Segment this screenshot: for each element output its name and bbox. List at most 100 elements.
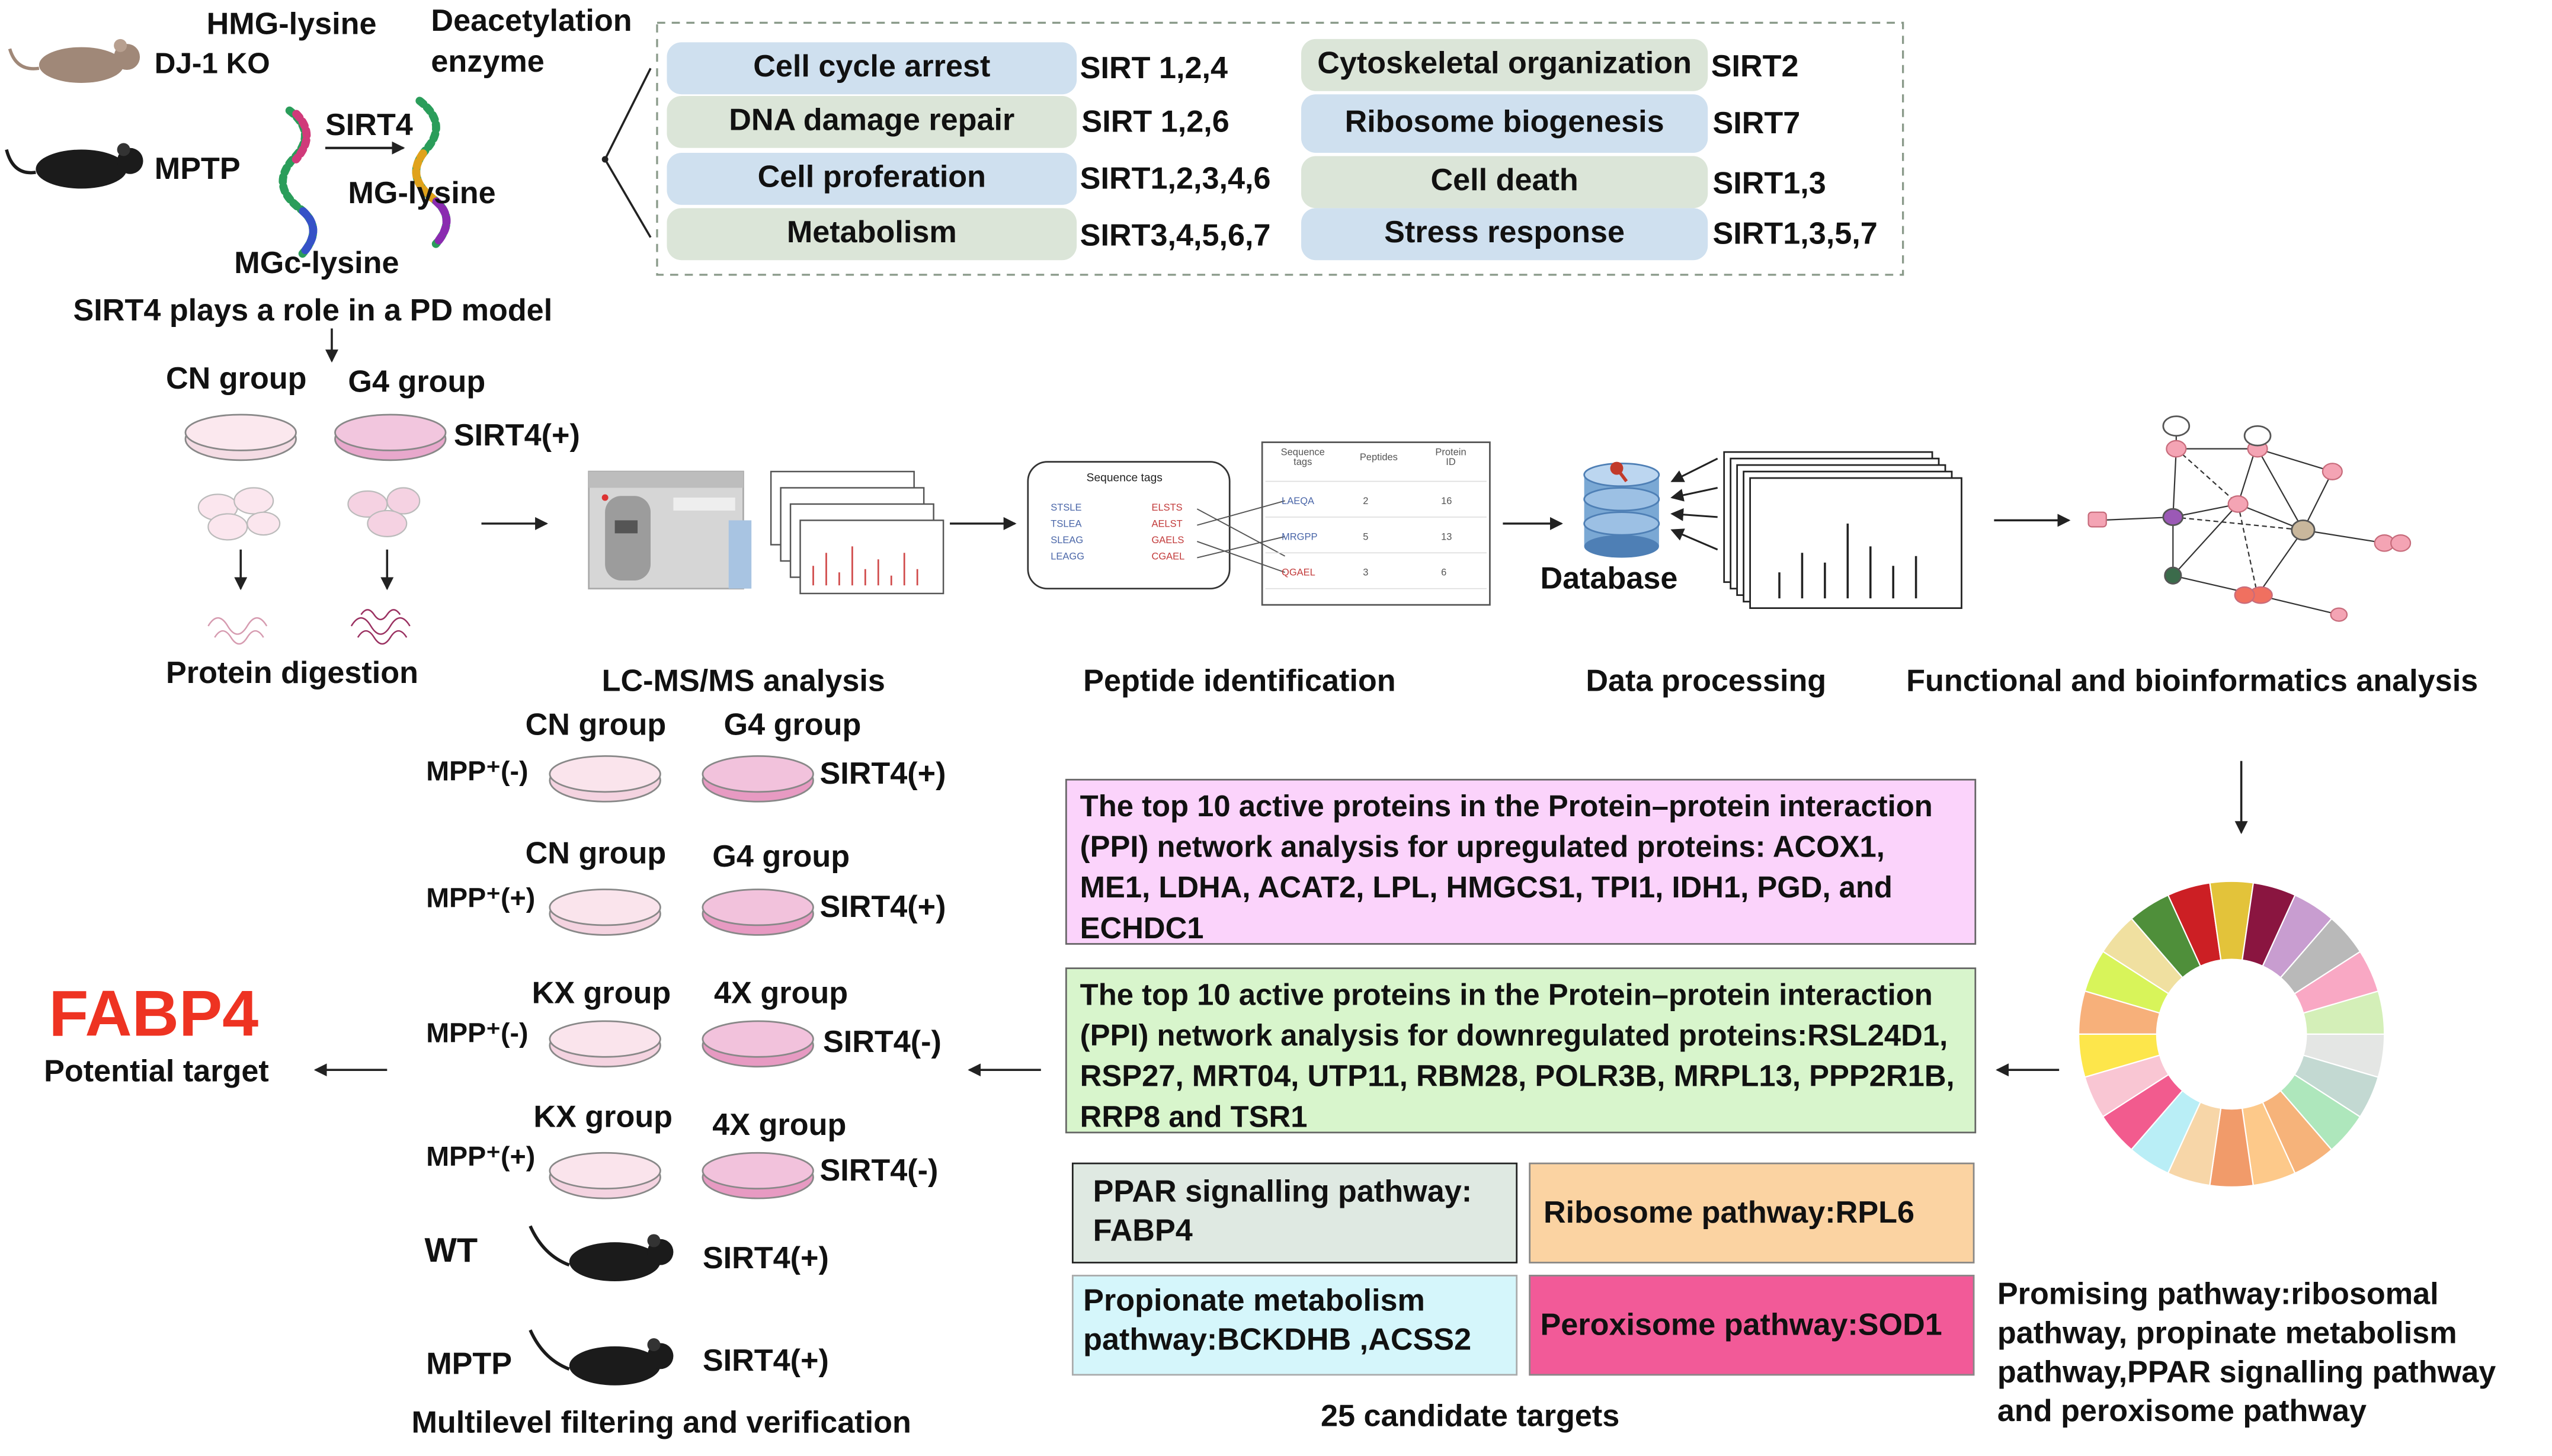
table-header: Peptides: [1359, 453, 1398, 464]
spectra-stack-icon: [770, 470, 944, 595]
table-cell: MRGPP: [1282, 533, 1318, 543]
right-tag: AELST: [1151, 520, 1183, 530]
function-sirt-metabolism: SIRT3,4,5,6,7: [1080, 219, 1271, 254]
deacetylation-label: Deacetylation: [431, 5, 632, 39]
left-tag: LEAGG: [1051, 553, 1085, 563]
verify-mpp: MPP⁺(+): [426, 1141, 536, 1173]
right-tag: CGAEL: [1151, 553, 1185, 563]
hmg-lysine-label: HMG-lysine: [206, 8, 377, 43]
verify-left-group: KX group: [533, 1101, 673, 1136]
left-tag: TSLEA: [1051, 520, 1082, 530]
function-dna-damage-repair: DNA damage repair: [667, 95, 1077, 148]
table-cell: 16: [1441, 497, 1452, 508]
left-tag: SLEAG: [1051, 536, 1084, 547]
verify-right-group: 4X group: [712, 1109, 847, 1143]
ppi-upregulated-box: The top 10 active proteins in the Protei…: [1065, 778, 1977, 945]
right-tag: ELSTS: [1151, 503, 1183, 514]
verify-left-group: KX group: [531, 977, 671, 1012]
cells-icon: [197, 487, 421, 541]
left-tag: STSLE: [1051, 503, 1082, 514]
database-label: Database: [1540, 562, 1678, 597]
protein-digestion-label: Protein digestion: [165, 656, 418, 691]
function-sirt-ribosome: SIRT7: [1712, 107, 1801, 142]
function-sirt-stress: SIRT1,3,5,7: [1712, 217, 1878, 252]
table-cell: LAEQA: [1282, 497, 1315, 508]
promising-pathway-text: Promising pathway:ribosomal pathway, pro…: [1997, 1278, 2496, 1429]
verify-left-group: CN group: [525, 708, 667, 743]
function-sirt-cell-death: SIRT1,3: [1712, 167, 1826, 202]
network-graph-icon: [2087, 415, 2412, 622]
table-cell: 3: [1363, 569, 1369, 579]
donut-segment: [2279, 918, 2361, 995]
propionate-pathway-box: Propionate metabolism pathway:BCKDHB ,AC…: [1071, 1275, 1518, 1376]
data-processing-label: Data processing: [1586, 665, 1827, 700]
lcms-label: LC-MS/MS analysis: [601, 665, 885, 700]
data-sheets-icon: [1723, 451, 1962, 610]
petri-dish-g4: [334, 413, 447, 461]
mouse-icon-dj1: [8, 39, 140, 83]
verify-sirt: SIRT4(-): [822, 1026, 942, 1060]
function-cell-cycle-arrest: Cell cycle arrest: [667, 42, 1077, 95]
fabp4-target-label: FABP4: [49, 979, 259, 1051]
peroxisome-pathway-box: Peroxisome pathway:SOD1: [1529, 1275, 1975, 1376]
multilevel-caption: Multilevel filtering and verification: [411, 1406, 911, 1441]
mptp-label: MPTP: [154, 153, 241, 187]
mouse-icon-wt: [529, 1225, 674, 1282]
verify-mpp: MPP⁺(-): [426, 1018, 529, 1049]
database-icon: [1583, 461, 1660, 558]
mptp-sirt-label: SIRT4(+): [702, 1345, 829, 1379]
table-cell: 6: [1441, 569, 1447, 579]
function-sirt-cytoskeletal: SIRT2: [1711, 50, 1799, 85]
table-header: Protein ID: [1435, 448, 1466, 469]
function-sirt-proferation: SIRT1,2,3,4,6: [1080, 162, 1271, 197]
function-ribosome-biogenesis: Ribosome biogenesis: [1301, 94, 1708, 153]
functional-analysis-label: Functional and bioinformatics analysis: [1906, 665, 2479, 700]
verify-sirt: SIRT4(+): [819, 891, 946, 925]
verification-dishes: [549, 755, 814, 1200]
table-header: Sequence tags: [1280, 448, 1325, 469]
pathway-donut-chart: [2078, 880, 2386, 1188]
g4-group-label: G4 group: [348, 365, 486, 400]
verify-right-group: G4 group: [712, 841, 850, 875]
table-cell: 2: [1363, 497, 1369, 508]
sirt4-enzyme-label: SIRT4: [325, 108, 413, 143]
verify-sirt: SIRT4(+): [819, 758, 946, 792]
candidate-targets-caption: 25 candidate targets: [1320, 1400, 1620, 1435]
verify-mpp: MPP⁺(+): [426, 883, 536, 914]
function-cytoskeletal: Cytoskeletal organization: [1301, 39, 1708, 91]
mg-lysine-label: MG-lysine: [348, 177, 496, 211]
petri-dish-cn: [184, 413, 297, 461]
right-tag: GAELS: [1151, 536, 1184, 547]
table-cell: QGAEL: [1282, 569, 1315, 579]
dj1-ko-label: DJ-1 KO: [154, 47, 270, 80]
cn-group-label: CN group: [165, 363, 307, 397]
enzyme-label: enzyme: [431, 45, 545, 80]
function-sirt-cell-cycle: SIRT 1,2,4: [1080, 52, 1228, 86]
mouse-icon-mptp: [5, 143, 143, 189]
ppar-pathway-box: PPAR signalling pathway: FABP4: [1071, 1162, 1518, 1263]
mouse-icon-mptp-verify: [529, 1329, 674, 1386]
table-cell: 5: [1363, 533, 1369, 543]
wt-label: WT: [424, 1232, 478, 1270]
function-cell-death: Cell death: [1301, 156, 1708, 209]
ppi-downregulated-box: The top 10 active proteins in the Protei…: [1065, 967, 1977, 1134]
ribosome-pathway-box: Ribosome pathway:RPL6: [1529, 1162, 1975, 1263]
digested-protein-icon: [207, 609, 411, 645]
table-cell: 13: [1441, 533, 1452, 543]
wt-sirt-label: SIRT4(+): [702, 1242, 829, 1277]
mptp-verify-label: MPTP: [426, 1348, 513, 1383]
mgc-lysine-label: MGc-lysine: [234, 247, 399, 281]
sirt4-role-caption: SIRT4 plays a role in a PD model: [73, 294, 553, 329]
verify-mpp: MPP⁺(-): [426, 756, 529, 787]
verify-sirt: SIRT4(-): [819, 1154, 939, 1189]
function-cell-proferation: Cell proferation: [667, 153, 1077, 205]
peptide-identification-label: Peptide identification: [1083, 665, 1396, 700]
function-sirt-dna: SIRT 1,2,6: [1081, 105, 1229, 140]
function-stress-response: Stress response: [1301, 208, 1708, 261]
verify-right-group: 4X group: [714, 977, 848, 1012]
verify-right-group: G4 group: [723, 708, 862, 743]
verify-left-group: CN group: [525, 837, 667, 872]
lcms-instrument-icon: [588, 470, 752, 590]
